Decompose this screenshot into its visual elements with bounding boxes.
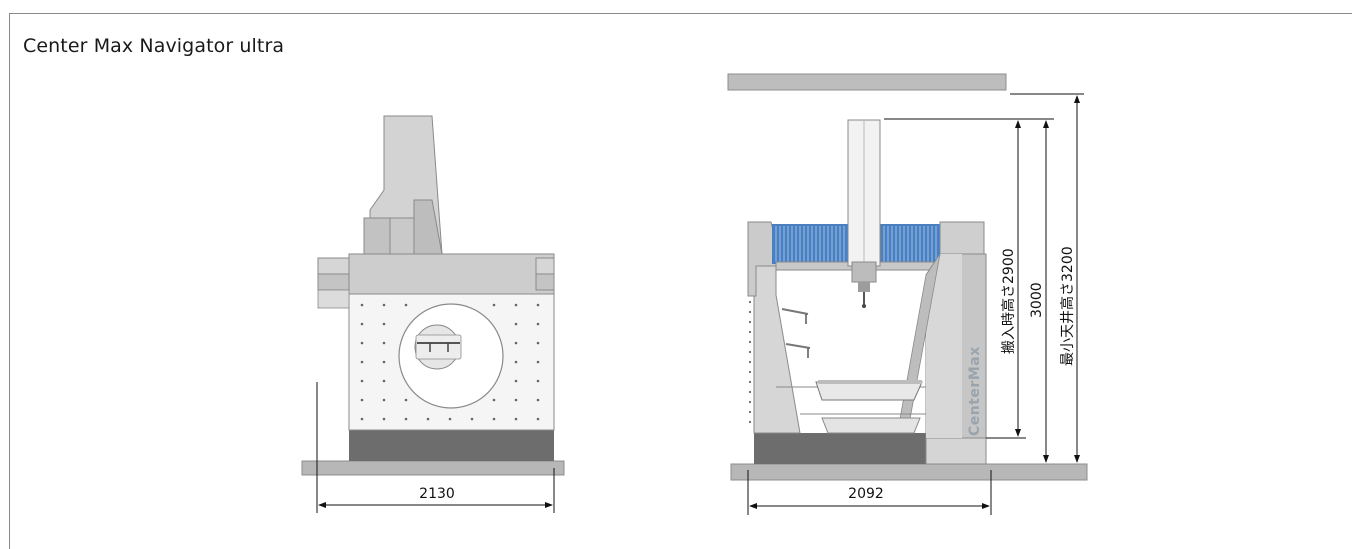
brand-label: CenterMax [967, 346, 983, 436]
front-width-label: 2130 [419, 486, 455, 502]
diagram-frame [9, 13, 1352, 549]
side-view-machine: CenterMax [727, 73, 1088, 481]
min-ceiling-label: 最小天井高さ3200 [1059, 246, 1076, 366]
front-floor [301, 460, 565, 476]
front-width-dimension: 2130 [316, 382, 555, 513]
side-table [815, 381, 923, 401]
front-view-machine [301, 115, 565, 476]
side-width-label: 2092 [848, 486, 884, 502]
front-base [349, 430, 554, 461]
height-label: 3000 [1029, 282, 1045, 318]
diagram-title: Center Max Navigator ultra [23, 35, 285, 57]
side-floor [730, 463, 1088, 481]
front-beam [348, 253, 555, 295]
carry-in-height-label: 搬入時高さ2900 [1000, 248, 1017, 354]
ceiling-slab [727, 73, 1007, 91]
height-dimensions: 搬入時高さ2900 3000 最小天井高さ3200 [884, 93, 1084, 463]
side-width-dimension: 2092 [747, 470, 992, 515]
side-base [754, 433, 926, 464]
